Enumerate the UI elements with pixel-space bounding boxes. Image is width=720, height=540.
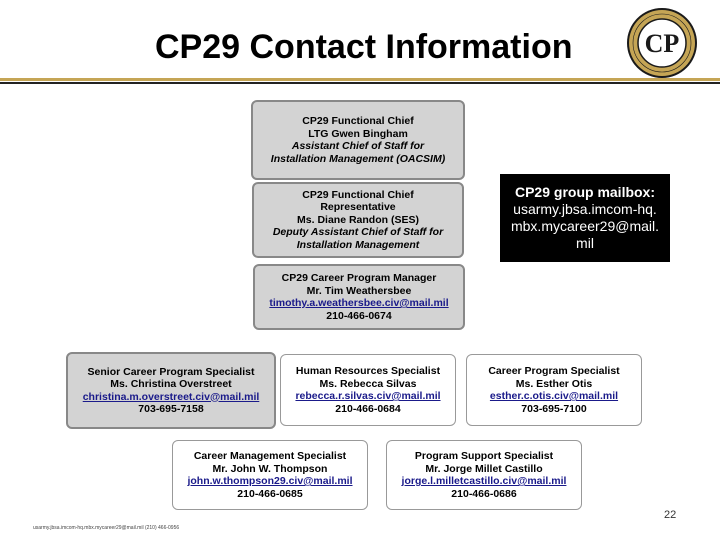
senior-role: Senior Career Program Specialist [87, 365, 255, 378]
pss-email-link[interactable]: jorge.l.milletcastillo.civ@mail.mil [401, 475, 567, 487]
cps-role: Career Program Specialist [488, 365, 620, 377]
hr-specialist-box: Human Resources Specialist Ms. Rebecca S… [280, 354, 456, 426]
cms-email-link[interactable]: john.w.thompson29.civ@mail.mil [187, 475, 353, 487]
page-title: CP29 Contact Information [155, 28, 573, 66]
cps-phone: 703-695-7100 [521, 402, 587, 415]
pss-name: Mr. Jorge Millet Castillo [425, 462, 543, 475]
svg-text:CP: CP [645, 29, 680, 58]
senior-phone: 703-695-7158 [138, 403, 204, 415]
page-number: 22 [664, 509, 677, 521]
title-rule-gold [0, 78, 720, 81]
rep-title: Deputy Assistant Chief of Staff for [272, 226, 444, 239]
mailbox-heading: CP29 group mailbox: [514, 184, 656, 200]
rep-office: Installation Management [296, 238, 420, 251]
hr-role: Human Resources Specialist [295, 365, 441, 377]
cps-name: Ms. Esther Otis [515, 377, 593, 390]
cms-name: Mr. John W. Thompson [212, 462, 328, 475]
manager-name: Mr. Tim Weathersbee [306, 284, 412, 297]
footer-contact: usarmy.jbsa.imcom-hq.mbx.mycareer29@mail… [33, 525, 180, 531]
chief-role: CP29 Functional Chief [302, 115, 414, 127]
senior-name: Ms. Christina Overstreet [110, 378, 232, 390]
hr-email-link[interactable]: rebecca.r.silvas.civ@mail.mil [295, 390, 441, 402]
manager-email-link[interactable]: timothy.a.weathersbee.civ@mail.mil [269, 297, 449, 309]
pss-role: Program Support Specialist [414, 450, 554, 462]
cms-phone: 210-466-0685 [237, 487, 303, 500]
chief-title: Assistant Chief of Staff for [291, 140, 425, 152]
chief-representative-box: CP29 Functional Chief Representative Ms.… [252, 182, 464, 258]
manager-role: CP29 Career Program Manager [281, 272, 437, 284]
group-mailbox-box: CP29 group mailbox: usarmy.jbsa.imcom-hq… [500, 174, 670, 262]
senior-email-link[interactable]: christina.m.overstreet.civ@mail.mil [82, 390, 260, 403]
rep-role: CP29 Functional Chief [302, 188, 414, 201]
hr-name: Ms. Rebecca Silvas [319, 377, 417, 390]
career-management-specialist-box: Career Management Specialist Mr. John W.… [172, 440, 368, 510]
title-rule-dark [0, 82, 720, 84]
career-program-specialist-box: Career Program Specialist Ms. Esther Oti… [466, 354, 642, 426]
senior-specialist-box: Senior Career Program Specialist Ms. Chr… [66, 352, 276, 429]
mailbox-address[interactable]: usarmy.jbsa.imcom-hq.mbx.mycareer29@mail… [510, 201, 660, 251]
pss-phone: 210-466-0686 [451, 487, 517, 500]
rep-name: Ms. Diane Randon (SES) [297, 213, 419, 226]
rep-role-2: Representative [320, 201, 396, 214]
cps-email-link[interactable]: esther.c.otis.civ@mail.mil [489, 390, 619, 402]
manager-phone: 210-466-0674 [326, 309, 392, 322]
cp29-seal-logo: CP [627, 8, 697, 78]
hr-phone: 210-466-0684 [335, 402, 401, 415]
chief-name: LTG Gwen Bingham [308, 127, 408, 140]
chief-office: Installation Management (OACSIM) [270, 152, 446, 165]
program-support-specialist-box: Program Support Specialist Mr. Jorge Mil… [386, 440, 582, 510]
functional-chief-box: CP29 Functional Chief LTG Gwen Bingham A… [251, 100, 465, 180]
cms-role: Career Management Specialist [193, 450, 347, 462]
career-program-manager-box: CP29 Career Program Manager Mr. Tim Weat… [253, 264, 465, 330]
